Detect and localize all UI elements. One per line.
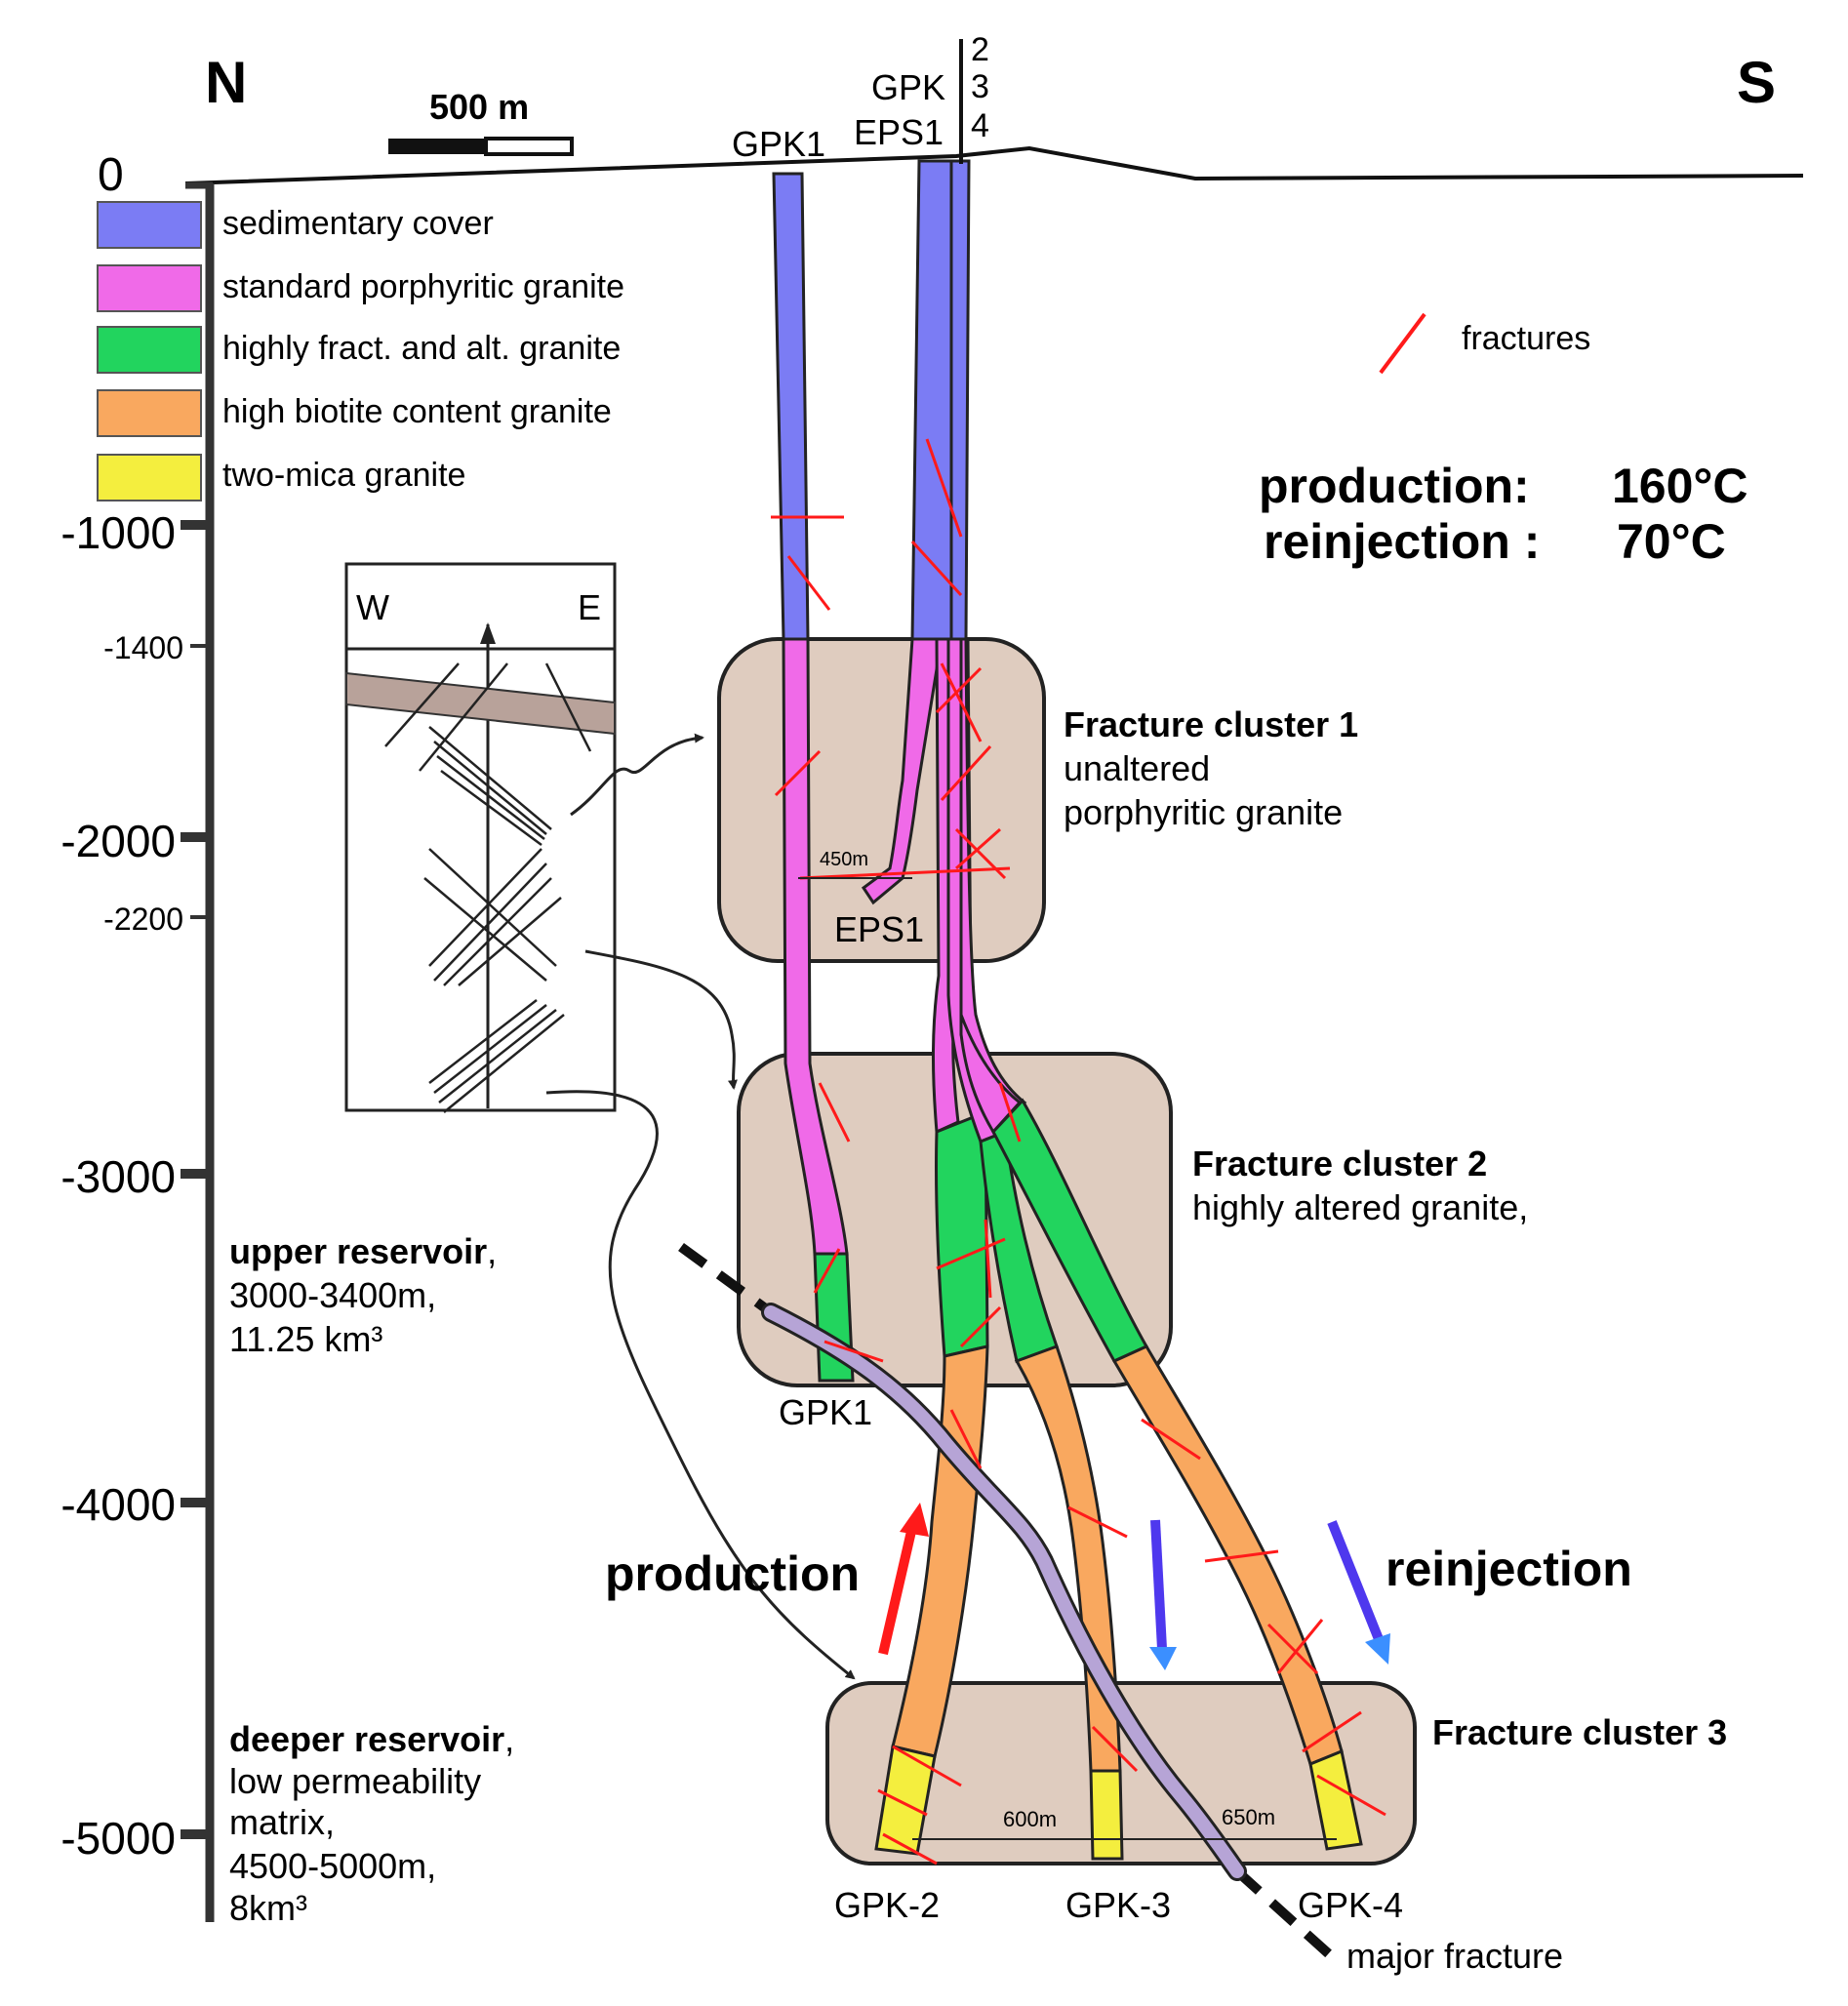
fractures-legend-label: fractures [1462, 320, 1590, 357]
reinjection-arrow-gpk3 [1149, 1519, 1177, 1670]
gpk3-two-mica-segment [1089, 1769, 1124, 1861]
inset-west-label: W [356, 587, 389, 627]
upper-reservoir-depth: 3000-3400m, [229, 1275, 436, 1315]
depth-label-1400: -1400 [103, 630, 183, 665]
lithology-legend: sedimentary cover standard porphyritic g… [97, 201, 624, 502]
reinjection-flow-label: reinjection [1386, 1542, 1632, 1596]
gpk4-two-mica-segment [1308, 1748, 1363, 1851]
well-top-gpk: GPK [871, 67, 945, 107]
eps1-bottom-label: EPS1 [834, 909, 924, 949]
upper-reservoir-volume: 11.25 km³ [229, 1319, 382, 1359]
gpk1-bottom-label: GPK1 [779, 1392, 872, 1432]
legend-swatch-two-mica [97, 454, 202, 502]
gpk2-label: GPK-2 [834, 1885, 940, 1925]
upper-reservoir-comma: , [487, 1231, 497, 1271]
deeper-reservoir-line2: matrix, [229, 1802, 335, 1842]
production-arrow [878, 1503, 929, 1656]
deeper-reservoir-line1: low permeability [229, 1761, 481, 1801]
gpk234-sedimentary-segment [910, 159, 956, 641]
deeper-reservoir-line3: 4500-5000m, [229, 1846, 436, 1886]
gpk4-sedimentary-strip [949, 159, 971, 641]
well-top-eps1: EPS1 [854, 112, 944, 152]
well-top-gpk1: GPK1 [732, 124, 825, 164]
gpk3-label: GPK-3 [1065, 1885, 1171, 1925]
scale-bar-label: 500 m [429, 87, 529, 127]
depth-label-5000: -5000 [60, 1813, 176, 1864]
production-flow-label: production [605, 1546, 860, 1601]
major-fracture-lower-dash [1233, 1867, 1341, 1965]
cluster-2-title: Fracture cluster 2 [1192, 1143, 1487, 1184]
gpk4-label: GPK-4 [1298, 1885, 1403, 1925]
depth-label-0: 0 [98, 149, 124, 201]
gpk1-sedimentary-segment [772, 172, 810, 641]
reinjection-arrow-gpk4 [1327, 1520, 1390, 1665]
upper-reservoir-heading: upper reservoir, [229, 1231, 497, 1271]
south-label: S [1737, 50, 1776, 115]
inset-east-label: E [578, 587, 601, 627]
gpk23-distance-label: 600m [1003, 1807, 1057, 1831]
inset-section: W E [344, 562, 617, 1113]
upper-reservoir-title: upper reservoir [229, 1231, 487, 1271]
depth-label-3000: -3000 [60, 1151, 176, 1202]
deeper-reservoir-comma: , [504, 1719, 514, 1759]
pointer-arrow-cluster-3 [545, 1090, 856, 1680]
gpk2-fractured-segment [934, 1109, 989, 1358]
eps1-well [861, 637, 944, 905]
gpk34-distance-label: 650m [1222, 1805, 1275, 1829]
legend-label-fractured: highly fract. and alt. granite [222, 330, 621, 367]
deeper-reservoir-heading: deeper reservoir, [229, 1719, 514, 1759]
wells [772, 159, 1363, 1861]
major-fracture-upper-dash [678, 1242, 774, 1317]
scale-bar: 500 m [388, 87, 574, 156]
depth-label-4000: -4000 [60, 1479, 176, 1530]
cluster-1-line1: unaltered [1064, 748, 1210, 788]
pointer-arrow-cluster-1 [570, 733, 704, 817]
cluster-1-line2: porphyritic granite [1064, 792, 1343, 832]
legend-label-biotite: high biotite content granite [222, 393, 612, 430]
legend-label-porphyritic: standard porphyritic granite [222, 268, 624, 305]
legend-label-sedimentary: sedimentary cover [222, 205, 494, 242]
well-top-number-4: 4 [971, 107, 989, 144]
deeper-reservoir-line4: 8km³ [229, 1888, 307, 1928]
legend-label-two-mica: two-mica granite [222, 457, 465, 494]
depth-label-2200: -2200 [103, 902, 183, 937]
depth-label-2000: -2000 [60, 816, 176, 866]
well-top-number-2: 2 [971, 31, 989, 68]
reinjection-temp-value: 70°C [1617, 514, 1726, 569]
well-top-number-3: 3 [971, 68, 989, 105]
depth-label-1000: -1000 [60, 507, 176, 558]
legend-swatch-fractured [97, 326, 202, 374]
production-temp-label: production: [1259, 459, 1530, 513]
deeper-reservoir-title: deeper reservoir [229, 1719, 504, 1759]
legend-swatch-sedimentary [97, 201, 202, 249]
legend-swatch-porphyritic [97, 264, 202, 312]
north-label: N [205, 50, 247, 115]
cluster-2-line1: highly altered granite, [1192, 1187, 1528, 1227]
depth-axis: 0 -1000 -1400 -2000 -2200 -3000 -4000 -5… [60, 149, 215, 1922]
eps1-distance-label: 450m [820, 849, 868, 870]
cluster-1-title: Fracture cluster 1 [1064, 704, 1358, 744]
major-fracture-band-fill [764, 1305, 1244, 1878]
legend-swatch-biotite [97, 389, 202, 437]
reinjection-temp-label: reinjection : [1264, 514, 1540, 569]
cluster-3-title: Fracture cluster 3 [1432, 1712, 1727, 1752]
ground-surface [184, 145, 1804, 185]
production-temp-value: 160°C [1612, 459, 1748, 513]
pointer-arrow-cluster-2 [584, 949, 738, 1090]
well-fractures [771, 438, 1386, 1866]
fracture-legend-symbol [1379, 312, 1426, 375]
major-fracture-label: major fracture [1346, 1936, 1563, 1976]
